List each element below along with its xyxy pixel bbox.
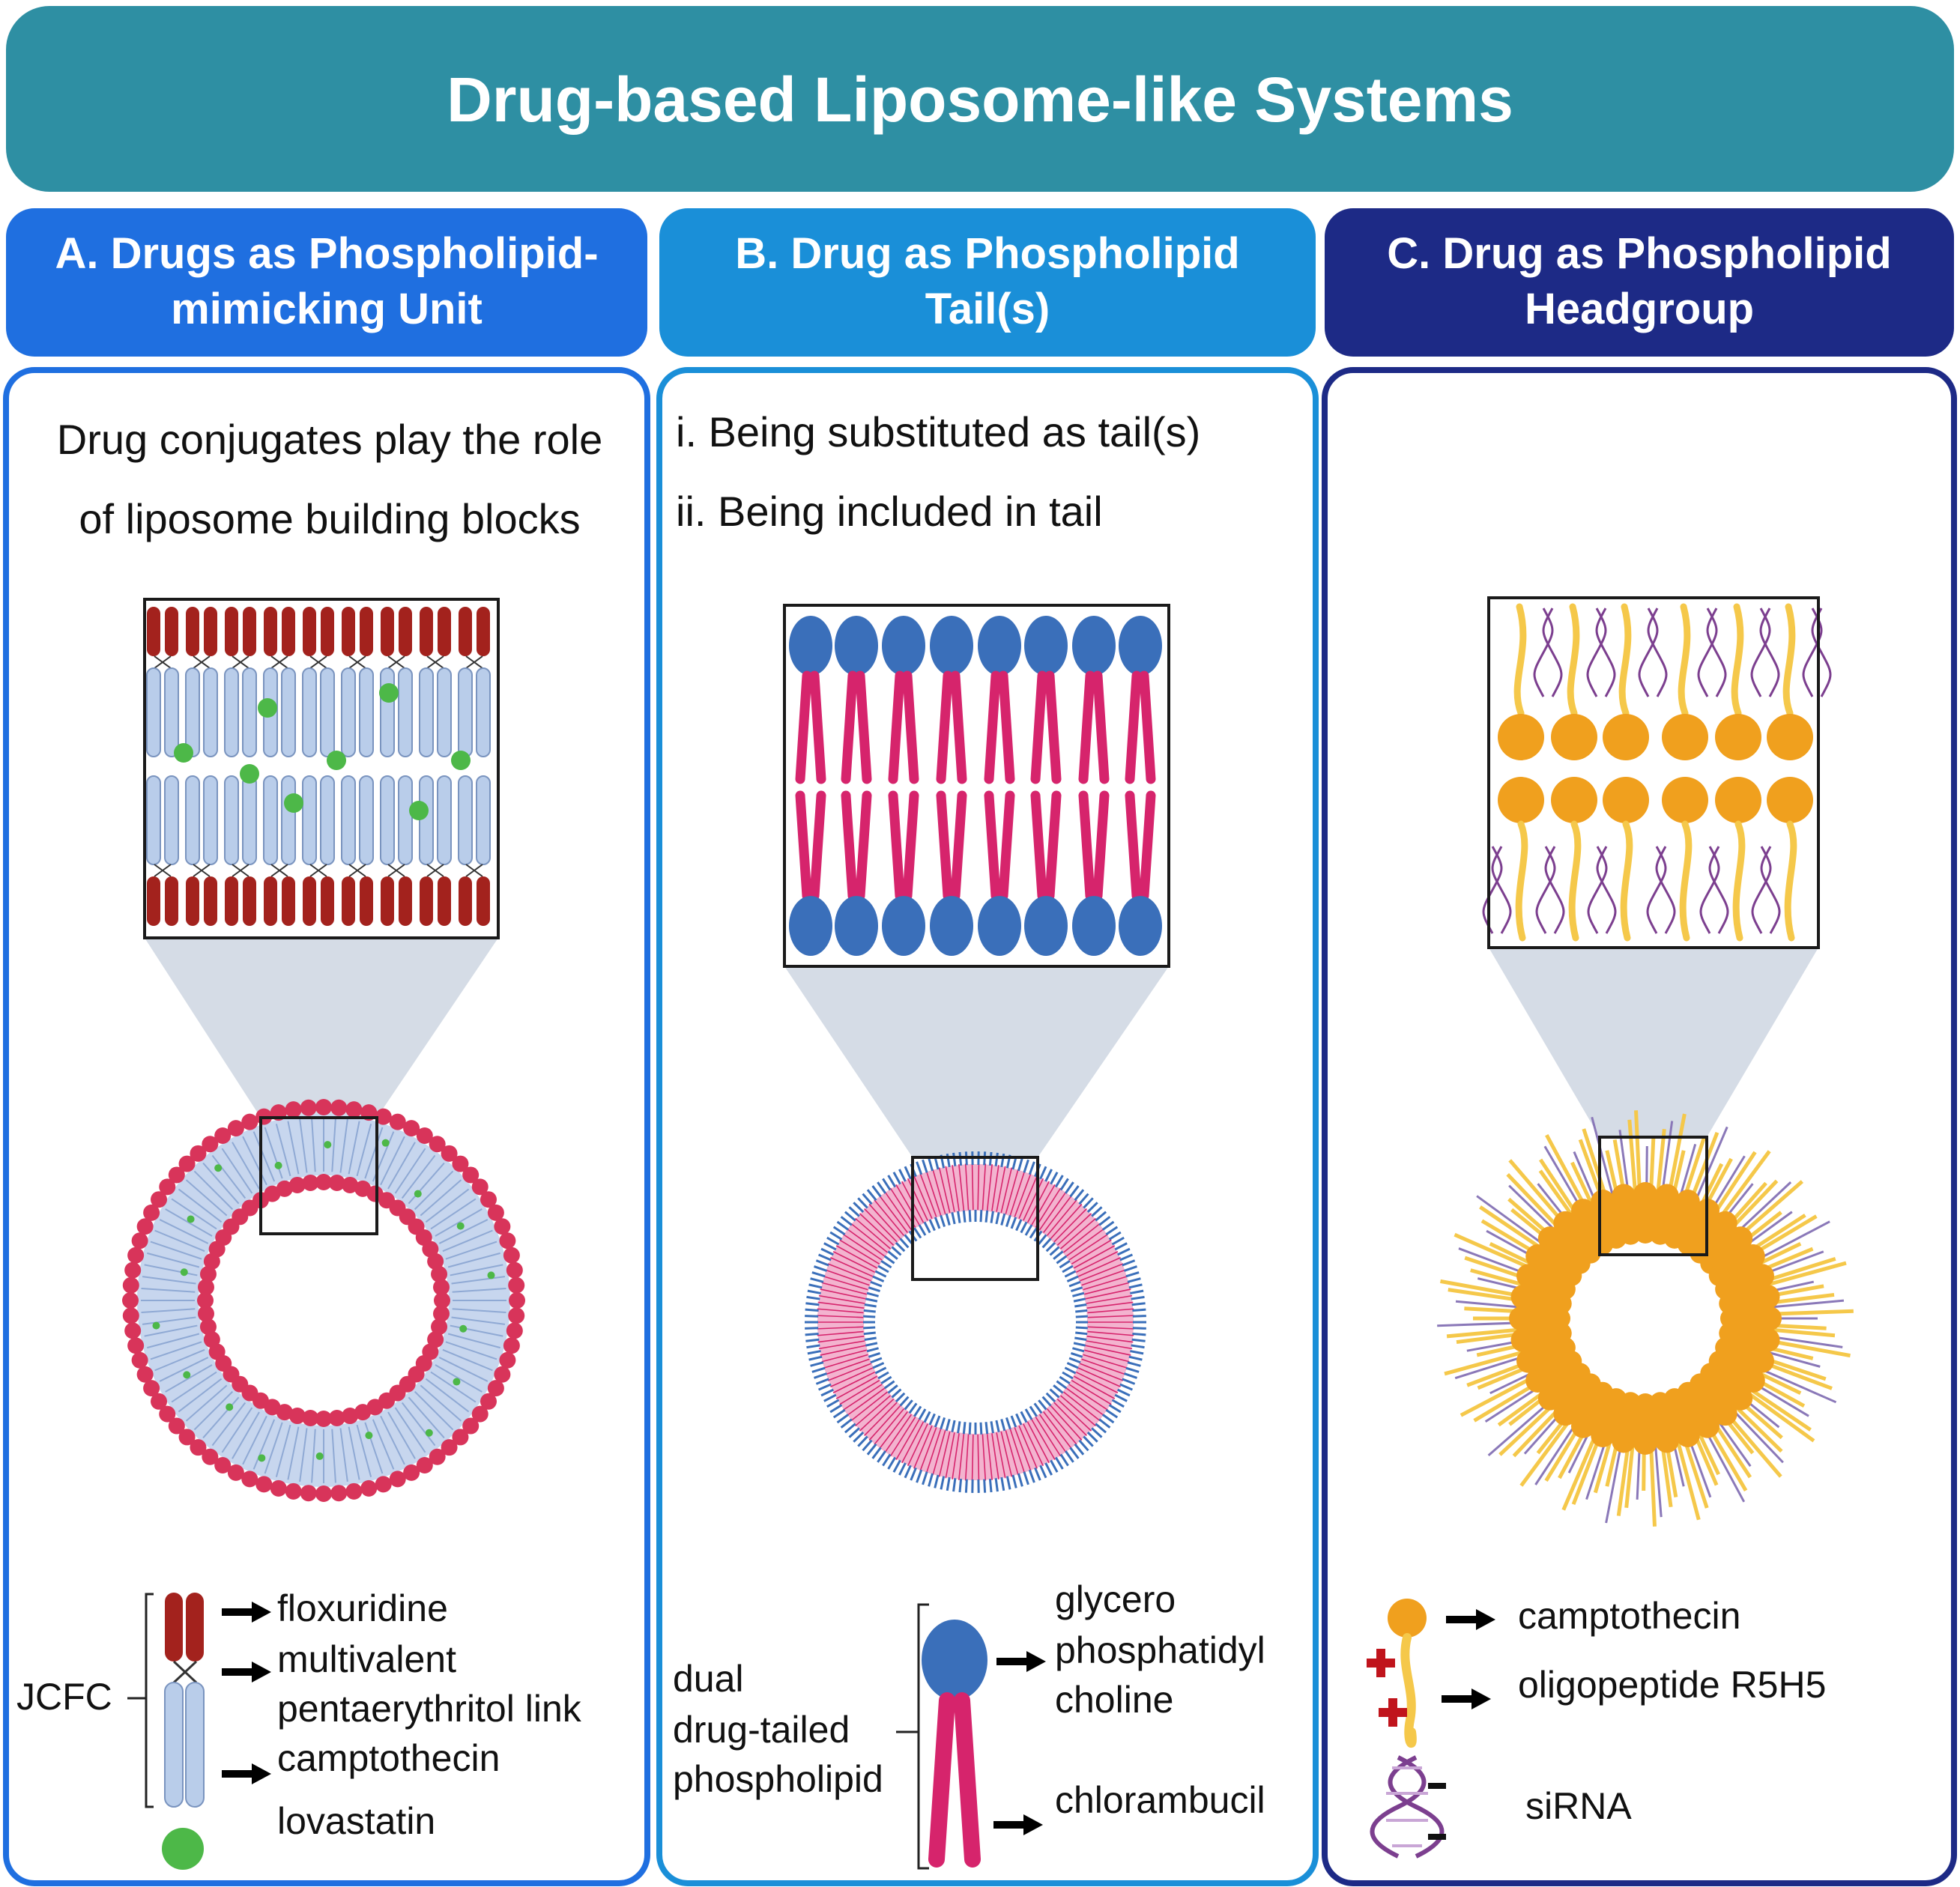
legend-glycero-line1: glycero: [1055, 1578, 1176, 1620]
arrow-floxuridine: [222, 1602, 271, 1623]
jcfc-label: JCFC: [16, 1676, 112, 1718]
figure-title: Drug-based Liposome-like Systems: [447, 64, 1513, 135]
jcfc-bracket: [127, 1593, 154, 1808]
panel-c-liposome: [1437, 1110, 1854, 1527]
panel-a-bilayer-zoom: [145, 599, 498, 938]
legend-sirna: siRNA: [1525, 1785, 1632, 1827]
legend-dual-line3: phospholipid: [673, 1758, 883, 1800]
panel-b-item-2: ii. Being included in tail: [676, 488, 1103, 535]
dual-bracket: [896, 1603, 929, 1870]
legend-link-line1: multivalent: [277, 1638, 456, 1680]
panel-b-legend: dual drug-tailed phospholipid glycero ph…: [673, 1578, 1265, 1870]
panel-b-item-1: i. Being substituted as tail(s): [676, 408, 1200, 455]
panel-c-bilayer-zoom: [1482, 598, 1832, 948]
panel-a-header-line1: A. Drugs as Phospholipid-: [55, 229, 598, 278]
panel-c-zoom-cone: [1489, 948, 1818, 1137]
lovastatin-dot-icon: [162, 1828, 204, 1870]
panel-b-header: [659, 208, 1316, 357]
panel-a-zoom-cone: [145, 938, 498, 1118]
panel-a-legend: JCFC floxuridine multivalent pentaerythr…: [16, 1587, 582, 1870]
legend-dual-line2: drug-tailed: [673, 1709, 850, 1751]
panel-b-liposome: [805, 1151, 1146, 1493]
panel-c-legend: camptothecin oligopeptide R5H5 siRNA: [1367, 1595, 1826, 1859]
plus-charge-icon-1: [1367, 1649, 1395, 1677]
sirna-icon: [1370, 1755, 1445, 1859]
arrow-peptide: [1442, 1688, 1491, 1709]
panel-a-ring-selection: [259, 1116, 378, 1235]
panel-b-ring-selection: [911, 1156, 1039, 1281]
jcfc-molecule-icon: [164, 1593, 205, 1808]
panel-a-liposome: [122, 1099, 525, 1502]
legend-camptothecin-a: camptothecin: [277, 1737, 500, 1779]
panel-c-ring-selection: [1598, 1136, 1708, 1256]
panel-c-header: [1325, 208, 1954, 357]
arrow-camptothecin-c: [1446, 1609, 1495, 1630]
panel-a-desc-line1: Drug conjugates play the role: [57, 416, 602, 463]
arrow-camptothecin: [222, 1763, 271, 1784]
panel-b-zoom-frame: [783, 604, 1170, 968]
legend-glycero-line2: phosphatidyl: [1055, 1629, 1265, 1671]
panel-c-zoom-frame: [1487, 596, 1820, 949]
legend-camptothecin-c: camptothecin: [1518, 1595, 1740, 1637]
legend-link-line2: pentaerythritol link: [277, 1688, 582, 1730]
panel-b-bilayer-zoom: [784, 605, 1169, 966]
panel-a-zoom-frame: [143, 598, 500, 939]
legend-lovastatin: lovastatin: [277, 1800, 435, 1842]
title-bar: [6, 6, 1954, 192]
camptothecin-peptide-icon: [1388, 1599, 1427, 1748]
arrow-chlorambucil: [993, 1814, 1043, 1835]
dual-tailed-phospholipid-icon: [922, 1620, 987, 1868]
panel-c-header-line1: C. Drug as Phospholipid: [1387, 229, 1891, 278]
legend-floxuridine: floxuridine: [277, 1587, 448, 1629]
panel-b-header-line2: Tail(s): [925, 285, 1050, 333]
arrow-glycero: [996, 1651, 1046, 1672]
minus-charge-icon-1: [1428, 1783, 1446, 1789]
legend-chlorambucil: chlorambucil: [1055, 1779, 1265, 1821]
panel-b-zoom-cone: [784, 966, 1169, 1157]
panel-c-header-line2: Headgroup: [1525, 285, 1754, 333]
panel-a-desc-line2: of liposome building blocks: [79, 495, 580, 542]
panel-b-header-line1: B. Drug as Phospholipid: [735, 229, 1239, 278]
legend-glycero-line3: choline: [1055, 1679, 1173, 1721]
panel-a-header-line2: mimicking Unit: [171, 285, 483, 333]
arrow-link: [222, 1662, 271, 1682]
legend-dual-line1: dual: [673, 1658, 744, 1700]
legend-oligopeptide: oligopeptide R5H5: [1518, 1664, 1826, 1706]
panel-a-header: [6, 208, 647, 357]
minus-charge-icon-2: [1428, 1834, 1446, 1840]
plus-charge-icon-2: [1379, 1698, 1407, 1727]
